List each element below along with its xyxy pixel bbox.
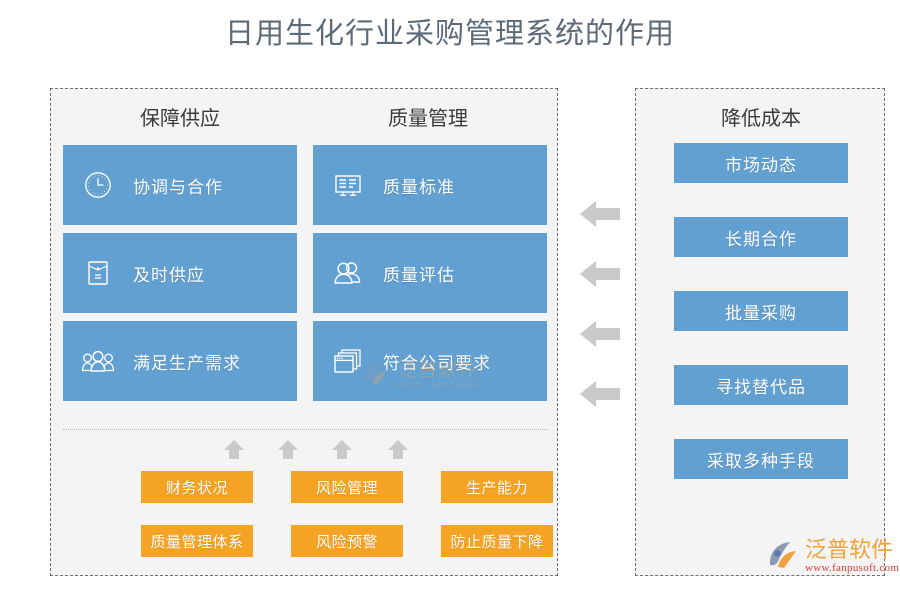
cost-item-market-dynamics[interactable]: 市场动态 [674, 143, 848, 183]
card-label: 符合公司要求 [383, 353, 491, 373]
card-company-requirements[interactable]: 符合公司要求 [313, 321, 547, 401]
up-arrow-icon [221, 437, 247, 463]
standards-board-icon [313, 170, 383, 200]
clock-icon [63, 170, 133, 200]
left-arrow-icon [578, 376, 622, 412]
card-label: 满足生产需求 [133, 353, 241, 373]
brand-name-cn: 泛普软件 [805, 537, 894, 562]
cost-item-multiple-methods[interactable]: 采取多种手段 [674, 439, 848, 479]
up-arrow-icon [385, 437, 411, 463]
cost-item-bulk-purchasing[interactable]: 批量采购 [674, 291, 848, 331]
connector-arrow-group [578, 196, 630, 412]
brand-url: www.fanpusoft.com [805, 562, 900, 574]
left-arrow-icon [578, 196, 622, 232]
cost-item-find-substitutes[interactable]: 寻找替代品 [674, 365, 848, 405]
left-arrow-icon [578, 256, 622, 292]
chip-prevent-quality-decline[interactable]: 防止质量下降 [441, 525, 553, 557]
card-production-demand[interactable]: 满足生产需求 [63, 321, 297, 401]
panel-header-cost: 降低成本 [721, 108, 801, 130]
cost-item-long-term-cooperation[interactable]: 长期合作 [674, 217, 848, 257]
card-quality-assessment[interactable]: 质量评估 [313, 233, 547, 313]
chip-production-capacity[interactable]: 生产能力 [441, 471, 553, 503]
chip-financial-status[interactable]: 财务状况 [141, 471, 253, 503]
page-title: 日用生化行业采购管理系统的作用 [224, 18, 675, 50]
card-label: 及时供应 [133, 265, 205, 285]
left-arrow-icon [578, 316, 622, 352]
up-arrow-group [63, 437, 547, 467]
fanpu-swoosh-icon [769, 542, 796, 568]
up-arrow-icon [329, 437, 355, 463]
stacked-windows-icon [313, 346, 383, 376]
card-coordination[interactable]: 协调与合作 [63, 145, 297, 225]
card-label: 质量标准 [383, 177, 455, 197]
capability-panel: 保障供应 质量管理 协调与合作 [50, 88, 558, 576]
envelope-icon [63, 258, 133, 288]
chip-risk-management[interactable]: 风险管理 [291, 471, 403, 503]
column-header-supply: 保障供应 [140, 108, 220, 130]
two-people-icon [313, 258, 383, 288]
chip-risk-warning[interactable]: 风险预警 [291, 525, 403, 557]
group-people-icon [63, 346, 133, 376]
column-header-quality: 质量管理 [388, 108, 468, 130]
cost-reduction-panel: 降低成本 市场动态 长期合作 批量采购 寻找替代品 采取多种手段 [635, 88, 885, 576]
card-label: 质量评估 [383, 265, 455, 285]
up-arrow-icon [275, 437, 301, 463]
section-divider [63, 429, 547, 430]
card-quality-standard[interactable]: 质量标准 [313, 145, 547, 225]
card-timely-supply[interactable]: 及时供应 [63, 233, 297, 313]
chip-quality-management-system[interactable]: 质量管理体系 [141, 525, 253, 557]
card-label: 协调与合作 [133, 177, 223, 197]
brand-logo: 泛普软件 www.fanpusoft.com [766, 538, 899, 574]
